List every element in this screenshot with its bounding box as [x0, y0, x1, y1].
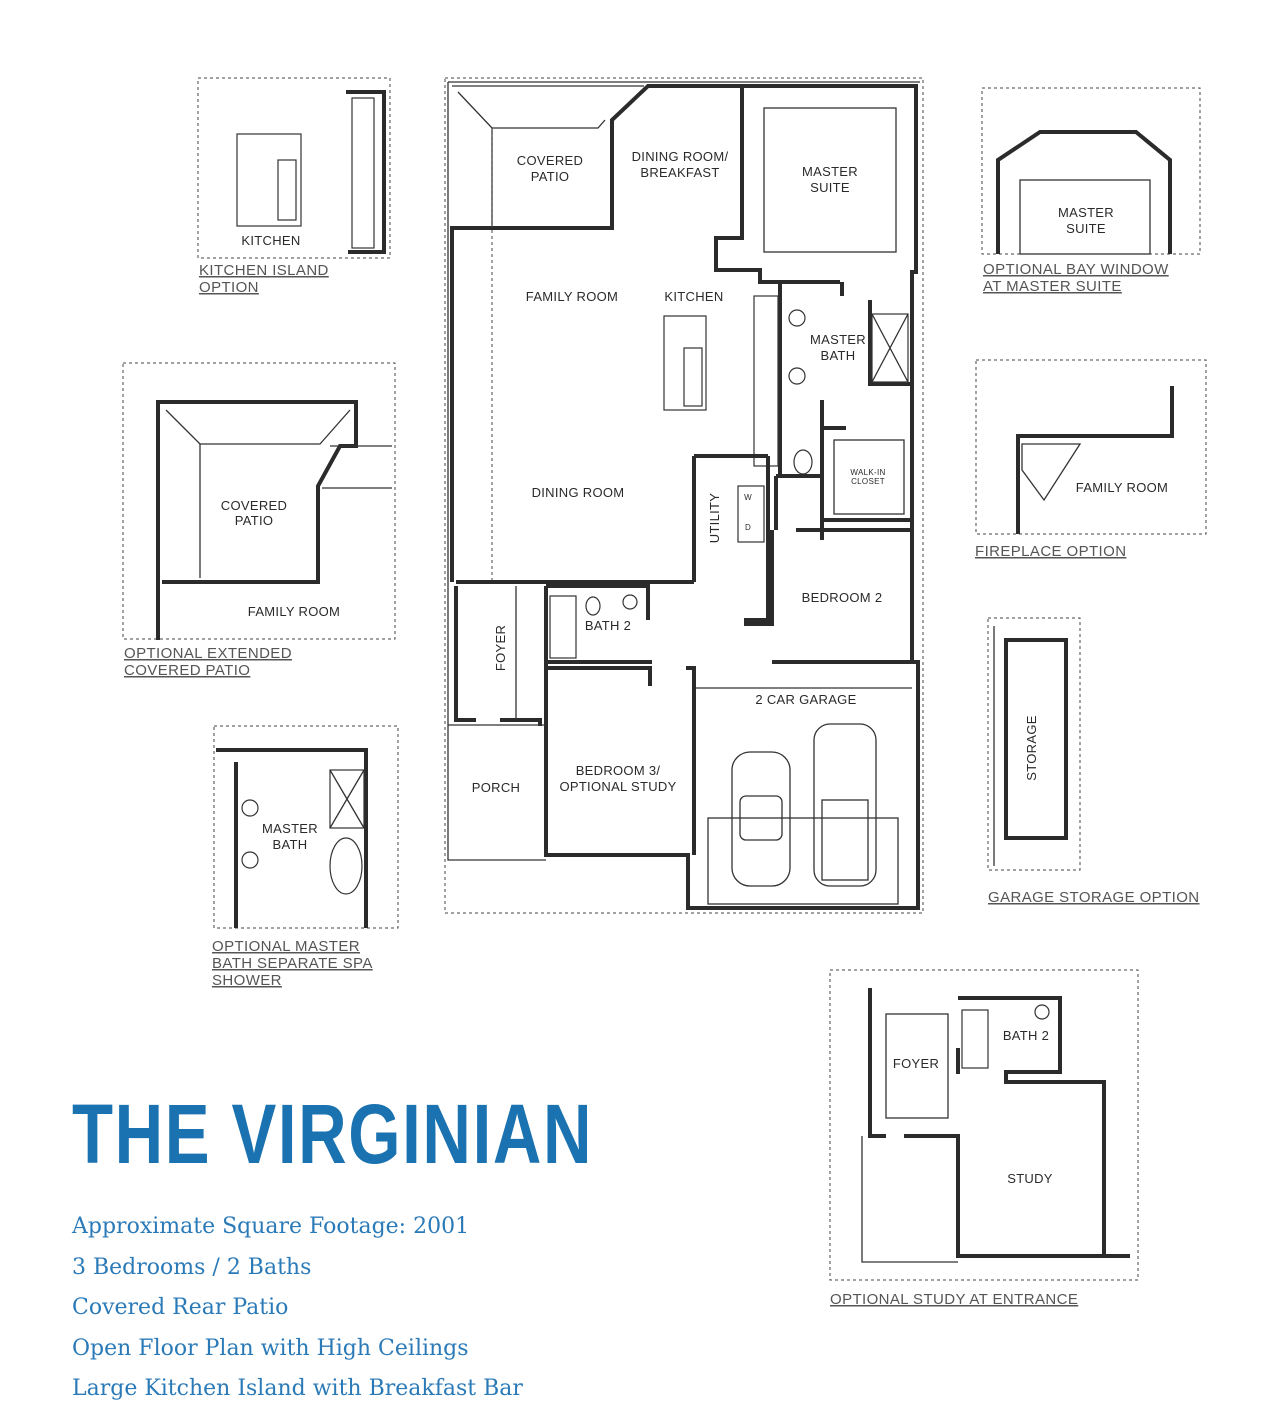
spa-shower-option: MASTER BATH [213, 725, 399, 929]
extended-patio-room-label-2: PATIO [235, 513, 274, 528]
plan-title: THE VIRGINIAN [72, 1087, 594, 1181]
extended-patio-caption-2: COVERED PATIO [124, 662, 250, 679]
garage-storage-caption: GARAGE STORAGE OPTION [988, 889, 1200, 906]
kitchen-island-option: KITCHEN [197, 77, 391, 259]
main-floor-plan [444, 77, 924, 914]
kitchen-island-caption-2: OPTION [199, 279, 259, 296]
bay-window-caption: OPTIONAL BAY WINDOW [983, 261, 1169, 278]
car-left-icon [731, 751, 791, 887]
feature-list: Approximate Square Footage: 2001 3 Bedro… [72, 1212, 523, 1415]
fireplace-room-label: FAMILY ROOM [1076, 480, 1168, 495]
walk-in-closet-label-2: CLOSET [851, 477, 885, 486]
extended-patio-family-label: FAMILY ROOM [248, 604, 340, 619]
bedroom-3-label-2: OPTIONAL STUDY [559, 779, 676, 794]
master-suite-label: MASTER [802, 164, 858, 179]
fireplace-caption: FIREPLACE OPTION [975, 543, 1126, 560]
extended-patio-caption: OPTIONAL EXTENDED [124, 645, 292, 662]
dining-breakfast-label: DINING ROOM/ [632, 149, 729, 164]
feature-item: Large Kitchen Island with Breakfast Bar [72, 1376, 523, 1401]
spa-shower-room-label: MASTER [262, 821, 318, 836]
bay-window-room-label-2: SUITE [1066, 221, 1106, 236]
dining-room-label: DINING ROOM [532, 485, 625, 500]
study-entrance-caption: OPTIONAL STUDY AT ENTRANCE [830, 1291, 1078, 1308]
garage-label: 2 CAR GARAGE [755, 692, 856, 707]
master-suite-label-2: SUITE [810, 180, 850, 195]
family-room-label: FAMILY ROOM [526, 289, 618, 304]
study-entrance-option: FOYER BATH 2 STUDY [829, 969, 1139, 1281]
garage-storage-option: STORAGE [987, 617, 1081, 871]
spa-shower-caption: OPTIONAL MASTER [212, 938, 360, 955]
feature-item: Covered Rear Patio [72, 1295, 289, 1320]
feature-item: 3 Bedrooms / 2 Baths [72, 1254, 312, 1280]
fireplace-option: FAMILY ROOM [975, 359, 1207, 535]
foyer-label: FOYER [493, 625, 508, 671]
study-foyer-label: FOYER [893, 1056, 939, 1071]
bath-2-label: BATH 2 [585, 618, 631, 633]
bay-window-caption-2: AT MASTER SUITE [983, 278, 1122, 295]
covered-patio-label-2: PATIO [531, 169, 570, 184]
bedroom-3-label: BEDROOM 3/ [576, 763, 661, 778]
utility-label: UTILITY [707, 493, 722, 544]
feature-item: Approximate Square Footage: 2001 [72, 1214, 470, 1239]
garage-storage-room-label: STORAGE [1024, 715, 1039, 780]
kitchen-label: KITCHEN [664, 289, 723, 304]
bedroom-2-label: BEDROOM 2 [802, 590, 883, 605]
washer-label: W [744, 493, 752, 502]
truck-right-icon [813, 723, 877, 887]
study-bath-label: BATH 2 [1003, 1028, 1049, 1043]
kitchen-island-room-label: KITCHEN [241, 233, 300, 248]
study-room-label: STUDY [1007, 1171, 1053, 1186]
spa-shower-room-label-2: BATH [273, 837, 308, 852]
porch-label: PORCH [472, 780, 520, 795]
bay-window-room-label: MASTER [1058, 205, 1114, 220]
kitchen-island-caption: KITCHEN ISLAND [199, 262, 329, 279]
extended-patio-room-label: COVERED [221, 498, 287, 513]
spa-shower-caption-2: BATH SEPARATE SPA [212, 955, 373, 972]
feature-item: Open Floor Plan with High Ceilings [72, 1335, 469, 1361]
spa-shower-caption-3: SHOWER [212, 972, 282, 989]
covered-patio-label: COVERED [517, 153, 583, 168]
dryer-label: D [745, 523, 751, 532]
master-bath-label-2: BATH [821, 348, 856, 363]
master-bath-label: MASTER [810, 332, 866, 347]
dining-breakfast-label-2: BREAKFAST [640, 165, 719, 180]
extended-patio-option: COVERED PATIO FAMILY ROOM [122, 362, 396, 640]
bay-window-option: MASTER SUITE [981, 87, 1201, 255]
walk-in-closet-label: WALK-IN [850, 468, 885, 477]
